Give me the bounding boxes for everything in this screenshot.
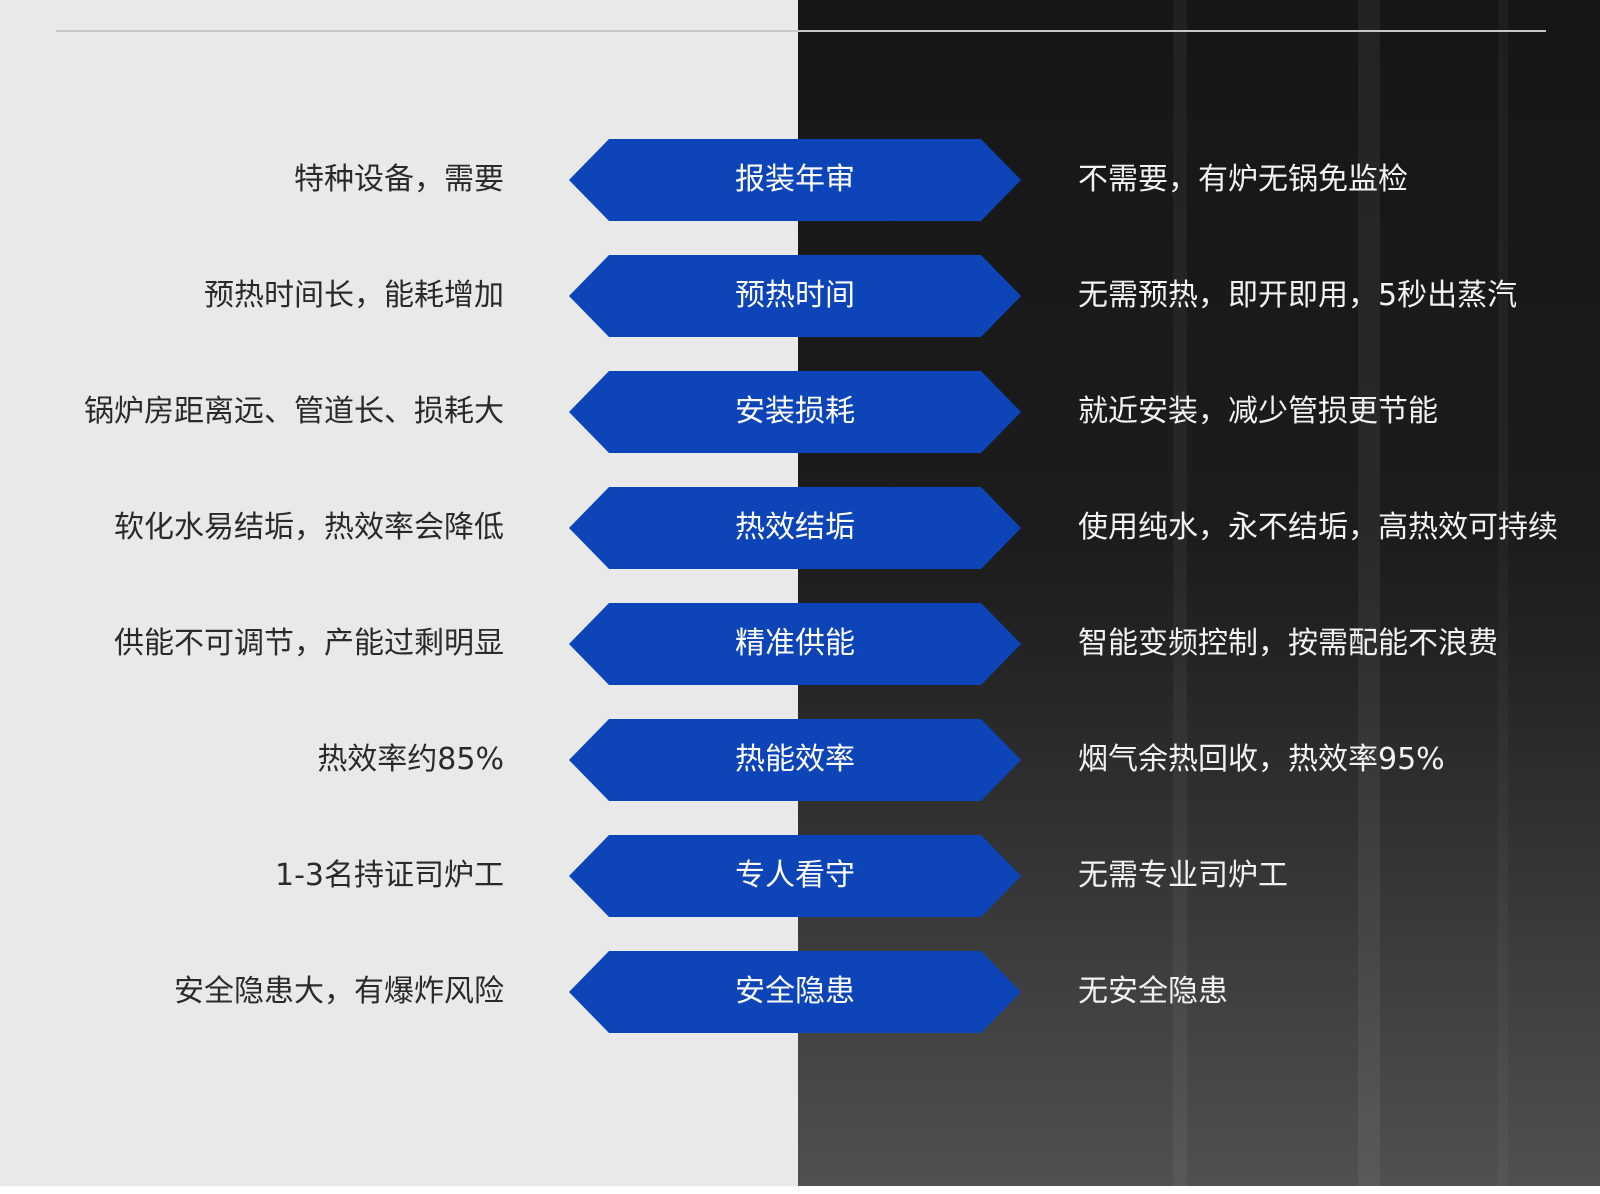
new-generator-text: 烟气余热回收，热效率95%	[1078, 742, 1445, 777]
new-generator-text: 就近安装，减少管损更节能	[1078, 394, 1438, 429]
category-tag: 安装损耗	[569, 371, 1021, 453]
comparison-row: 安全隐患大，有爆炸风险 安全隐患 无安全隐患	[0, 951, 1600, 1033]
new-generator-text: 无安全隐患	[1078, 974, 1228, 1009]
traditional-boiler-text: 软化水易结垢，热效率会降低	[114, 510, 504, 545]
category-tag: 专人看守	[569, 835, 1021, 917]
comparison-row: 热效率约85% 热能效率 烟气余热回收，热效率95%	[0, 719, 1600, 801]
traditional-boiler-text: 供能不可调节，产能过剩明显	[114, 626, 504, 661]
comparison-row: 供能不可调节，产能过剩明显 精准供能 智能变频控制，按需配能不浪费	[0, 603, 1600, 685]
category-tag: 热效结垢	[569, 487, 1021, 569]
comparison-row: 预热时间长，能耗增加 预热时间 无需预热，即开即用，5秒出蒸汽	[0, 255, 1600, 337]
category-tag: 安全隐患	[569, 951, 1021, 1033]
new-generator-text: 使用纯水，永不结垢，高热效可持续	[1078, 510, 1558, 545]
category-tag: 精准供能	[569, 603, 1021, 685]
comparison-row: 特种设备，需要 报装年审 不需要，有炉无锅免监检	[0, 139, 1600, 221]
comparison-row: 1-3名持证司炉工 专人看守 无需专业司炉工	[0, 835, 1600, 917]
new-generator-text: 不需要，有炉无锅免监检	[1078, 162, 1408, 197]
comparison-row: 锅炉房距离远、管道长、损耗大 安装损耗 就近安装，减少管损更节能	[0, 371, 1600, 453]
traditional-boiler-text: 特种设备，需要	[294, 162, 504, 197]
category-tag: 报装年审	[569, 139, 1021, 221]
category-tag: 预热时间	[569, 255, 1021, 337]
traditional-boiler-text: 预热时间长，能耗增加	[204, 278, 504, 313]
new-generator-text: 无需专业司炉工	[1078, 858, 1288, 893]
background-pillar	[1358, 0, 1380, 1186]
comparison-row: 软化水易结垢，热效率会降低 热效结垢 使用纯水，永不结垢，高热效可持续	[0, 487, 1600, 569]
background-pillar	[1173, 0, 1187, 1186]
traditional-boiler-text: 热效率约85%	[317, 742, 504, 777]
category-tag: 热能效率	[569, 719, 1021, 801]
new-generator-text: 智能变频控制，按需配能不浪费	[1078, 626, 1498, 661]
new-generator-text: 无需预热，即开即用，5秒出蒸汽	[1078, 278, 1518, 313]
traditional-boiler-text: 锅炉房距离远、管道长、损耗大	[84, 394, 504, 429]
top-divider	[56, 30, 1546, 32]
traditional-boiler-text: 安全隐患大，有爆炸风险	[174, 974, 504, 1009]
traditional-boiler-text: 1-3名持证司炉工	[275, 858, 504, 893]
